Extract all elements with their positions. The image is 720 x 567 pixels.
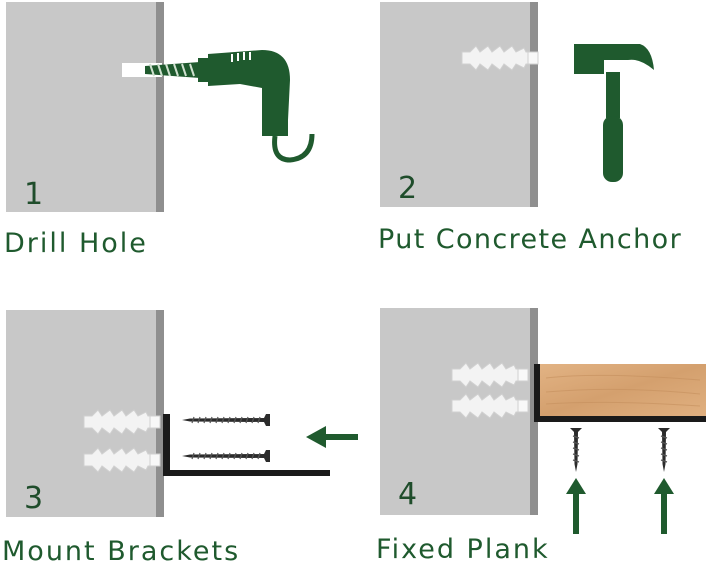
- screw-4a: [569, 427, 583, 473]
- wall-1: [6, 2, 156, 212]
- bracket-4: [534, 364, 706, 422]
- step-4-panel: [380, 308, 706, 534]
- screw-3a: [181, 413, 271, 427]
- step-4-number: 4: [398, 477, 418, 512]
- step-3-panel: [6, 310, 358, 517]
- screw-4b: [657, 427, 671, 473]
- wall-2: [380, 2, 530, 207]
- hammer-icon: [574, 44, 654, 182]
- arrow-up-icon-2: [654, 478, 674, 534]
- drill-icon: [145, 50, 315, 163]
- step-3-number: 3: [24, 481, 44, 516]
- step-2-label: Put Concrete Anchor: [378, 224, 683, 255]
- arrow-up-icon-1: [566, 478, 586, 534]
- arrow-left-icon: [306, 426, 358, 448]
- wall-1-edge: [156, 2, 164, 212]
- screw-3b: [181, 449, 271, 463]
- wall-3-edge: [156, 310, 164, 517]
- bracket-3: [160, 414, 330, 476]
- step-1-label: Drill Hole: [4, 228, 148, 259]
- step-1-number: 1: [24, 177, 44, 212]
- wall-2-edge: [530, 2, 538, 207]
- step-1-panel: [6, 2, 315, 212]
- step-2-panel: [380, 2, 654, 207]
- step-4-label: Fixed Plank: [376, 534, 550, 565]
- step-2-number: 2: [398, 171, 418, 206]
- step-3-label: Mount Brackets: [2, 536, 241, 567]
